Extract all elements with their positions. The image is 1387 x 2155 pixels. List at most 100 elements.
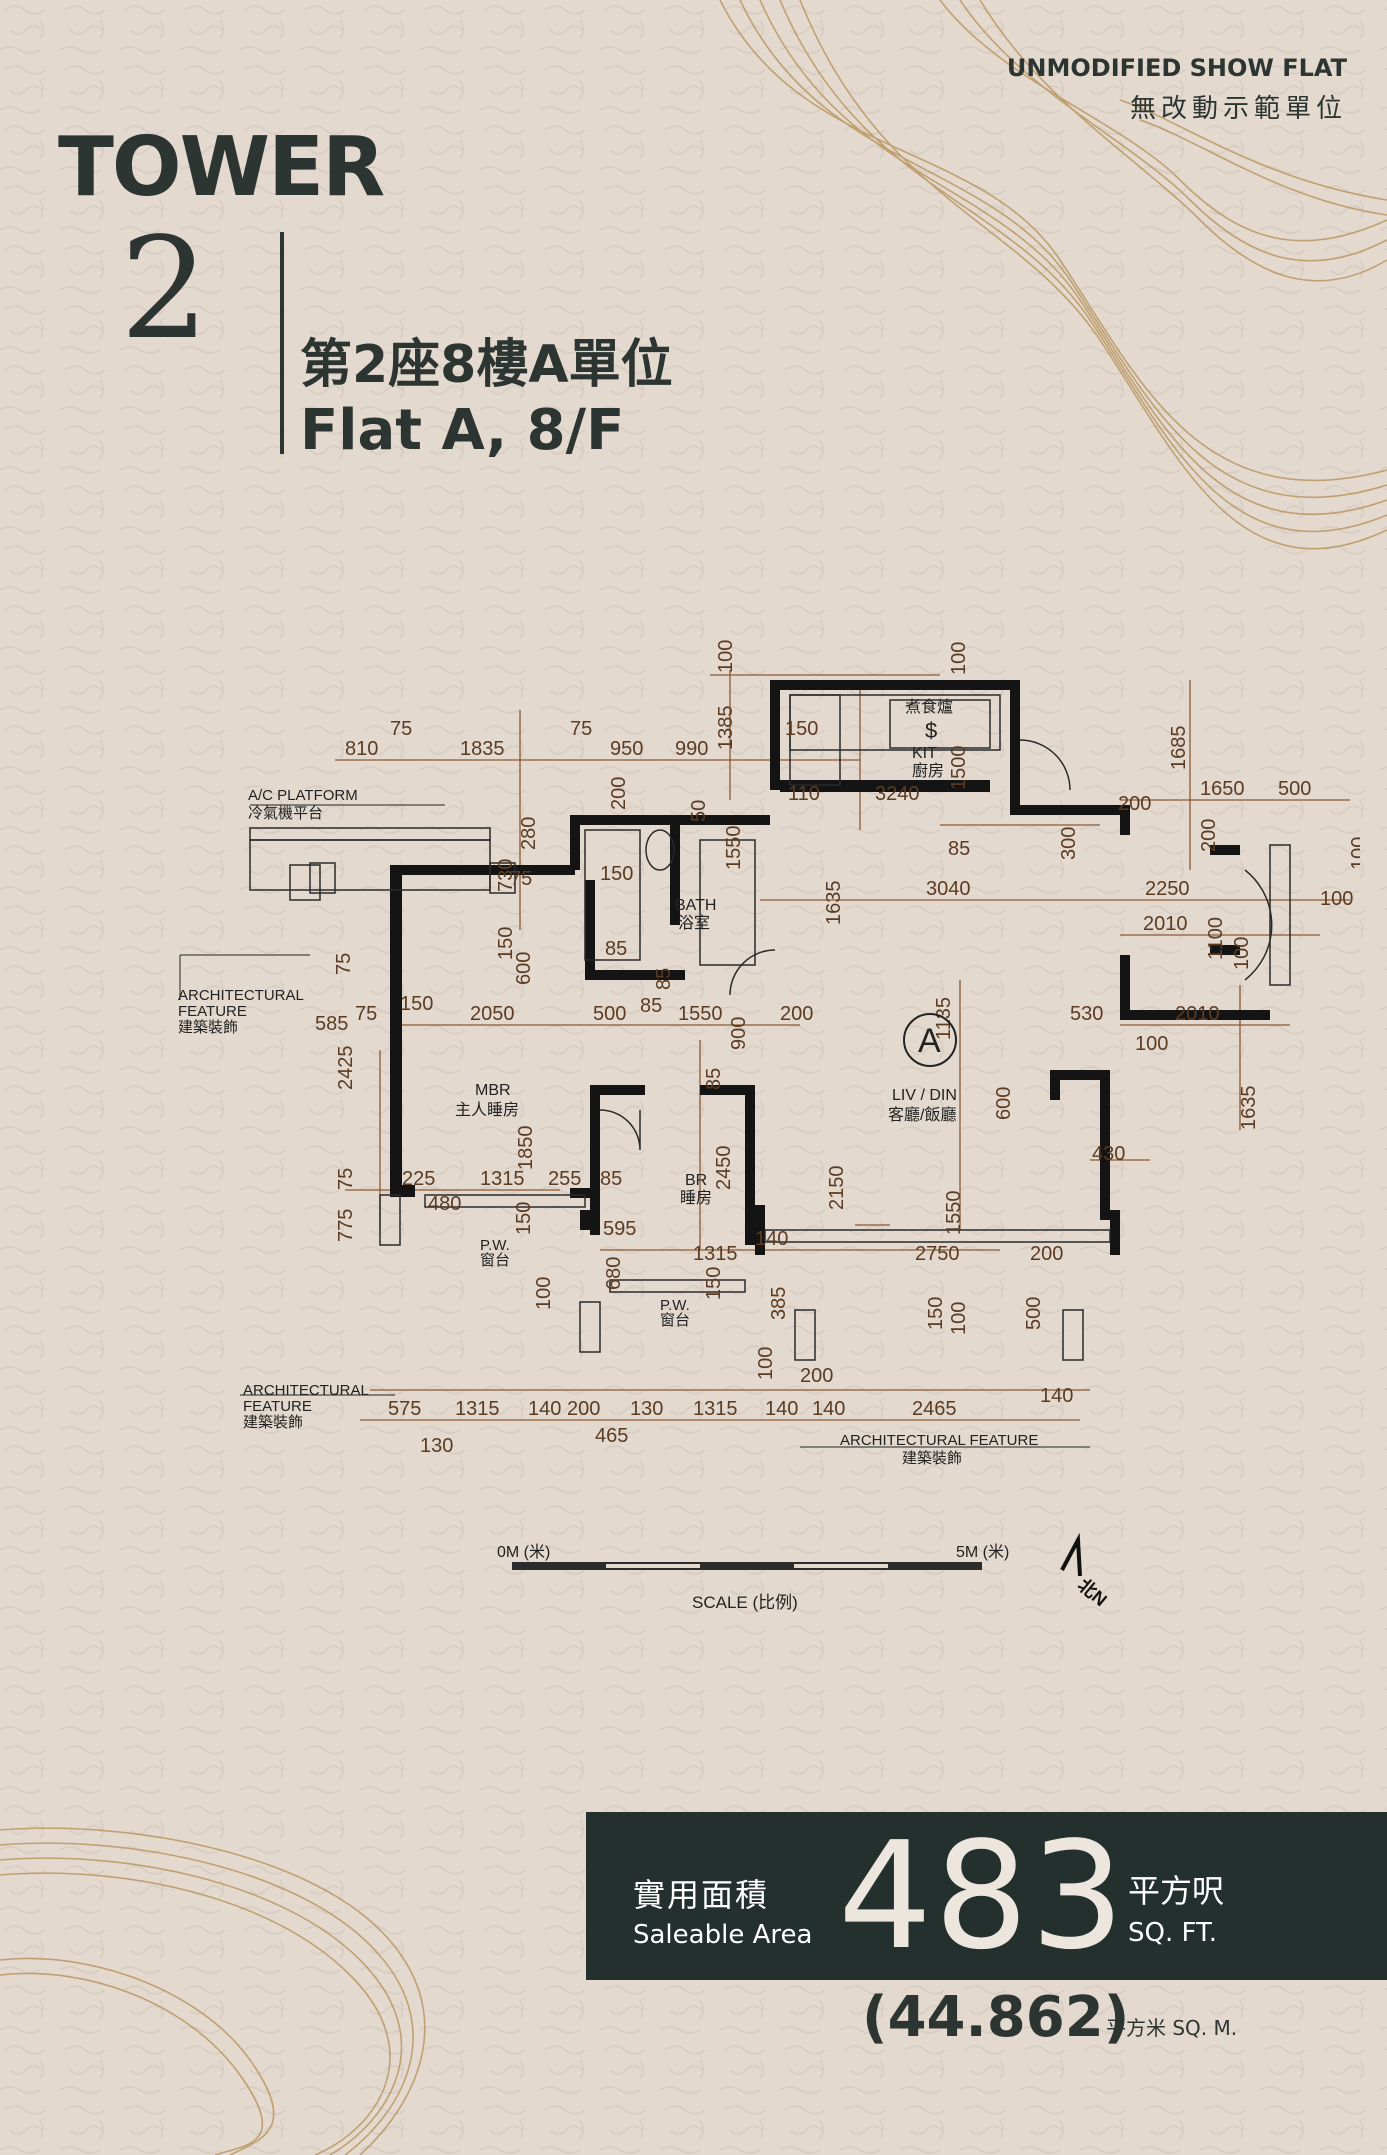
dim-label: 225 bbox=[402, 1168, 435, 1190]
saleable-area-value: 483 bbox=[838, 1810, 1127, 1982]
dim-label: 950 bbox=[610, 738, 643, 760]
dim-label: 1500 bbox=[948, 746, 970, 791]
dim-label: 100 bbox=[533, 1277, 555, 1310]
dim-label: 1315 bbox=[455, 1398, 500, 1420]
dim-label: 150 bbox=[925, 1297, 947, 1330]
scale-five-label: 5M (米) bbox=[956, 1544, 1010, 1561]
dim-label: 200 bbox=[567, 1398, 600, 1420]
dim-label: 2450 bbox=[713, 1146, 735, 1191]
dim-label: 2050 bbox=[470, 1003, 515, 1025]
dim-label: 85 bbox=[703, 1068, 725, 1090]
show-flat-label-zh: 無改動示範單位 bbox=[1129, 94, 1347, 124]
dim-label: 200 bbox=[1118, 793, 1151, 815]
dim-label: 140 bbox=[812, 1398, 845, 1420]
tower-number: 2 bbox=[120, 208, 210, 371]
dim-label: 100 bbox=[755, 1347, 777, 1380]
dim-label: 200 bbox=[608, 777, 630, 810]
kitchen-label-en: KIT bbox=[912, 745, 937, 762]
dim-label: 500 bbox=[1023, 1297, 1045, 1330]
dim-label: 85 bbox=[948, 838, 970, 860]
dim-label: 2150 bbox=[826, 1166, 848, 1211]
dim-label: 75 bbox=[335, 1168, 357, 1190]
dim-label: 200 bbox=[1198, 819, 1220, 852]
dim-label: 75 bbox=[570, 718, 592, 740]
dim-label: 575 bbox=[388, 1398, 421, 1420]
dim-label: 600 bbox=[513, 952, 535, 985]
area-unit-en: SQ. FT. bbox=[1128, 1918, 1218, 1948]
dim-label: 1835 bbox=[460, 738, 505, 760]
dim-label: 150 bbox=[703, 1267, 725, 1300]
dim-label: 1550 bbox=[943, 1191, 965, 1236]
dim-label: 85 bbox=[605, 938, 627, 960]
dim-label: 85 bbox=[653, 968, 675, 990]
dim-label: 1315 bbox=[693, 1243, 738, 1265]
living-dining-label-en: LIV / DIN bbox=[892, 1087, 957, 1104]
saleable-area-sqm-value: (44.862) bbox=[862, 1985, 1130, 2050]
dim-label: 500 bbox=[1278, 778, 1311, 800]
arch-feature-bottom-label-en: ARCHITECTURAL bbox=[243, 1382, 369, 1399]
dim-label: 500 bbox=[593, 1003, 626, 1025]
dim-label: 600 bbox=[993, 1087, 1015, 1120]
dim-label: 1550 bbox=[678, 1003, 723, 1025]
scale-bar bbox=[512, 1562, 982, 1570]
dim-label: 3040 bbox=[926, 878, 971, 900]
dim-label: 50 bbox=[688, 800, 710, 822]
dim-label: 990 bbox=[675, 738, 708, 760]
scale-bar-segment bbox=[794, 1564, 888, 1568]
dim-label: 1100 bbox=[1205, 917, 1227, 960]
master-bedroom-label-zh: 主人睡房 bbox=[455, 1101, 519, 1119]
dimension-labels: 810 75 1835 75 950 990 150 110 3240 85 2… bbox=[315, 718, 1353, 1457]
arch-feature-left-label-zh: 建築裝飾 bbox=[178, 1018, 238, 1036]
dim-label: 480 bbox=[428, 1193, 461, 1215]
scale-bar-segment bbox=[606, 1564, 700, 1568]
dim-label: 100 bbox=[948, 642, 970, 675]
dim-label: 300 bbox=[1058, 827, 1080, 860]
dim-label: 1550 bbox=[723, 826, 745, 871]
gold-wave-top-right bbox=[719, 0, 1387, 550]
dim-label: 100 bbox=[715, 640, 737, 673]
dim-label: 75 bbox=[355, 1003, 377, 1025]
header-divider bbox=[280, 232, 284, 454]
arch-feature-left-label-en2: FEATURE bbox=[178, 1003, 247, 1020]
dim-label: 200 bbox=[780, 1003, 813, 1025]
dim-label: 100 bbox=[1231, 937, 1253, 970]
dim-label: 100 bbox=[948, 1302, 970, 1335]
dim-label: 680 bbox=[603, 1257, 625, 1290]
dim-label: 130 bbox=[630, 1398, 663, 1420]
master-bedroom-label-en: MBR bbox=[475, 1082, 511, 1099]
walls bbox=[390, 680, 1270, 1255]
dim-label: 255 bbox=[548, 1168, 581, 1190]
dim-label: 1650 bbox=[1200, 778, 1245, 800]
saleable-area-panel bbox=[586, 1812, 1387, 1980]
show-flat-label-en: UNMODIFIED SHOW FLAT bbox=[1006, 54, 1347, 82]
dim-label: 75 bbox=[390, 718, 412, 740]
dim-label: 75 bbox=[510, 868, 532, 890]
dim-label: 430 bbox=[1092, 1143, 1125, 1165]
fixtures bbox=[249, 694, 1291, 1361]
dim-label: 2465 bbox=[912, 1398, 957, 1420]
dim-label: 110 bbox=[788, 783, 820, 805]
dim-label: 140 bbox=[755, 1228, 788, 1250]
room-labels: 煮食爐 $ KIT 廚房 BATH 浴室 A LIV / DIN 客廳/飯廳 M… bbox=[455, 698, 957, 1329]
saleable-area-label-en: Saleable Area bbox=[633, 1920, 813, 1950]
north-arrow-icon: 北N bbox=[1060, 1532, 1111, 1610]
planter-window-label-en: P.W. bbox=[480, 1237, 510, 1254]
kitchen-hob-symbol: $ bbox=[925, 718, 937, 743]
north-label: 北N bbox=[1074, 1575, 1111, 1610]
dim-label: 100 bbox=[1135, 1033, 1168, 1055]
dim-label: 2010 bbox=[1175, 1003, 1220, 1025]
dim-label: 140 bbox=[528, 1398, 561, 1420]
dim-label: 385 bbox=[768, 1287, 790, 1320]
dim-label: 85 bbox=[600, 1168, 622, 1190]
flat-title-en: Flat A, 8/F bbox=[300, 398, 625, 463]
ac-platform-label-zh: 冷氣機平台 bbox=[248, 805, 323, 822]
arch-feature-left-label-en: ARCHITECTURAL bbox=[178, 987, 304, 1004]
kitchen-hob-label: 煮食爐 bbox=[905, 698, 953, 716]
dim-label: 1315 bbox=[693, 1398, 738, 1420]
callout-labels: A/C PLATFORM 冷氣機平台 ARCHITECTURAL FEATURE… bbox=[178, 787, 1090, 1467]
dim-label: 100 bbox=[1348, 837, 1360, 870]
arch-feature-bottom-label-en2: FEATURE bbox=[243, 1398, 312, 1415]
bath-label-zh: 浴室 bbox=[678, 914, 710, 932]
dim-label: 140 bbox=[1040, 1385, 1073, 1407]
scale-zero-label: 0M (米) bbox=[497, 1544, 551, 1561]
